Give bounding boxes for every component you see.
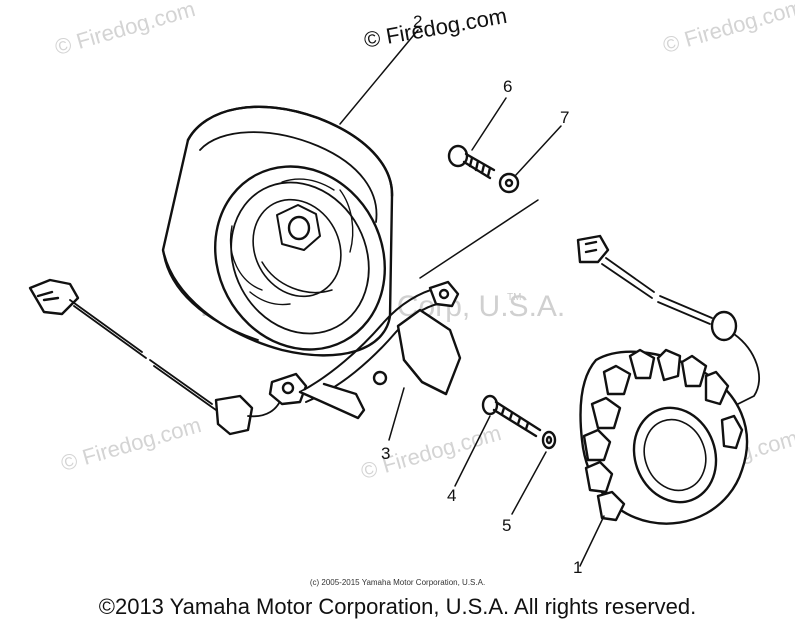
pickup-coil [28,278,462,436]
stator-assembly [576,234,760,525]
callout-2: 2 [413,12,423,31]
callout-3: 3 [381,444,391,463]
small-copyright: (c) 2005-2015 Yamaha Motor Corporation, … [309,578,486,587]
callout-6: 6 [503,77,513,96]
callout-7: 7 [560,108,570,127]
callout-5: 5 [502,516,512,535]
washer-7 [498,172,520,194]
screw-4 [481,394,542,438]
copyright-notice: ©2013 Yamaha Motor Corporation, U.S.A. A… [98,594,697,619]
bolt-6 [447,144,496,180]
trademark-mark: TM [507,292,522,303]
leader-lines [339,29,605,567]
washer-5 [541,430,557,450]
callout-1: 1 [573,558,583,577]
callout-4: 4 [447,486,457,505]
flywheel-rotor [161,105,394,357]
